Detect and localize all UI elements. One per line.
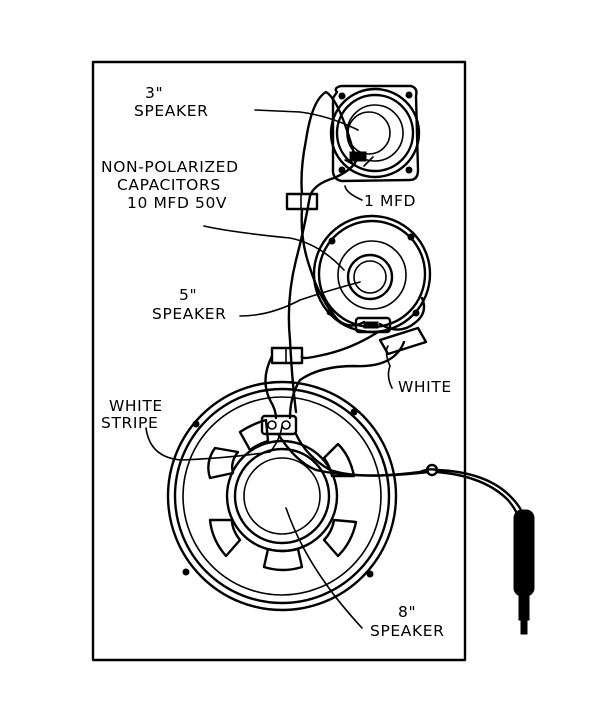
audio-plug [513,509,535,597]
label-white-stripe-line2: STRIPE [101,414,158,432]
label-speaker8-size: 8" [398,603,416,621]
label-white-stripe-line1: WHITE [109,397,163,415]
speaker-5in [312,214,432,356]
label-capacitors-line1: NON-POLARIZED [101,158,239,176]
label-white: WHITE [398,378,452,396]
speaker-3in [329,84,421,183]
label-capacitors-line2: CAPACITORS [117,176,221,194]
label-one-mfd: 1 MFD [364,192,416,210]
label-speaker5-name: SPEAKER [152,305,227,323]
wiring [264,90,535,635]
speaker-8in [166,380,398,612]
capacitor-1mfd [285,192,319,211]
label-speaker3-name: SPEAKER [134,102,209,120]
capacitor-10mfd [270,346,304,365]
label-speaker5-size: 5" [179,286,197,304]
label-speaker8-name: SPEAKER [370,622,445,640]
baffle-board [91,60,467,662]
label-speaker3-size: 3" [145,84,163,102]
label-capacitors-line3: 10 MFD 50V [127,194,227,212]
